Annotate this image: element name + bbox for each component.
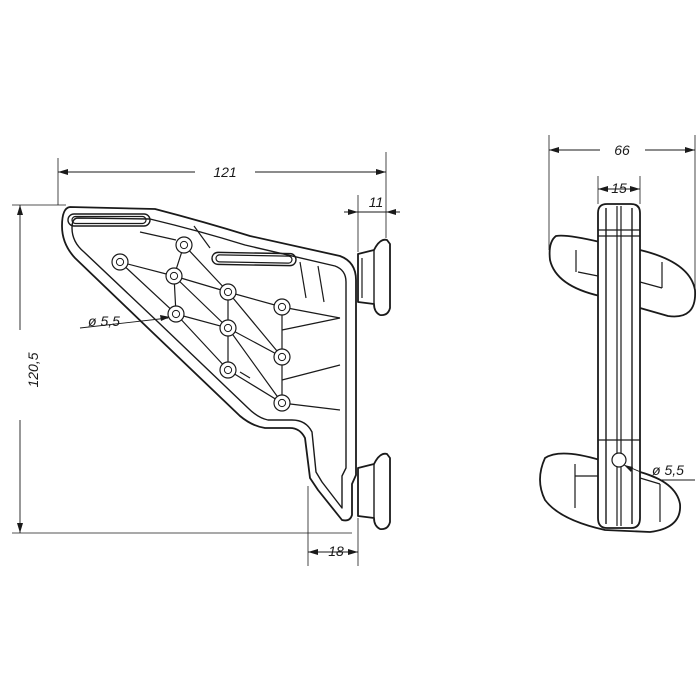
hole [219,283,237,301]
foot-offset-label: 18 [328,543,344,559]
flange-depth-label: 11 [369,194,384,210]
front-core-width-label: 15 [611,180,627,196]
hole [273,298,291,316]
top-slot [67,213,151,227]
side-width-label: 121 [213,164,236,180]
front-center-column [597,203,641,529]
side-holes [111,236,291,412]
dimension-front-core-width: 15 [597,176,641,204]
hole [219,361,237,379]
inner-rim [71,217,347,509]
front-hole-label: ø 5,5 [652,462,684,478]
bracket-body [61,206,357,522]
hole [273,348,291,366]
front-width-label: 66 [614,142,630,158]
dimension-front-width: 66 [548,135,696,290]
front-view: 66 15 ø 5,5 [539,135,696,533]
hole [167,305,185,323]
side-view: 121 120,5 11 18 [12,152,400,566]
front-hole [611,452,627,468]
dimension-side-width: 121 [57,152,387,238]
dimension-side-height: 120,5 [12,204,352,534]
hole [219,319,237,337]
dimension-flange-depth: 11 [344,194,400,252]
middle-slot [211,251,297,267]
hole [175,236,193,254]
side-height-label: 120,5 [25,352,41,387]
hole [273,394,291,412]
hole [111,253,129,271]
side-hole-leader: ø 5,5 [79,313,170,329]
front-hole-leader: ø 5,5 [623,462,695,481]
dimension-foot-offset: 18 [307,486,359,566]
side-hole-label: ø 5,5 [88,313,120,329]
hole [165,267,183,285]
